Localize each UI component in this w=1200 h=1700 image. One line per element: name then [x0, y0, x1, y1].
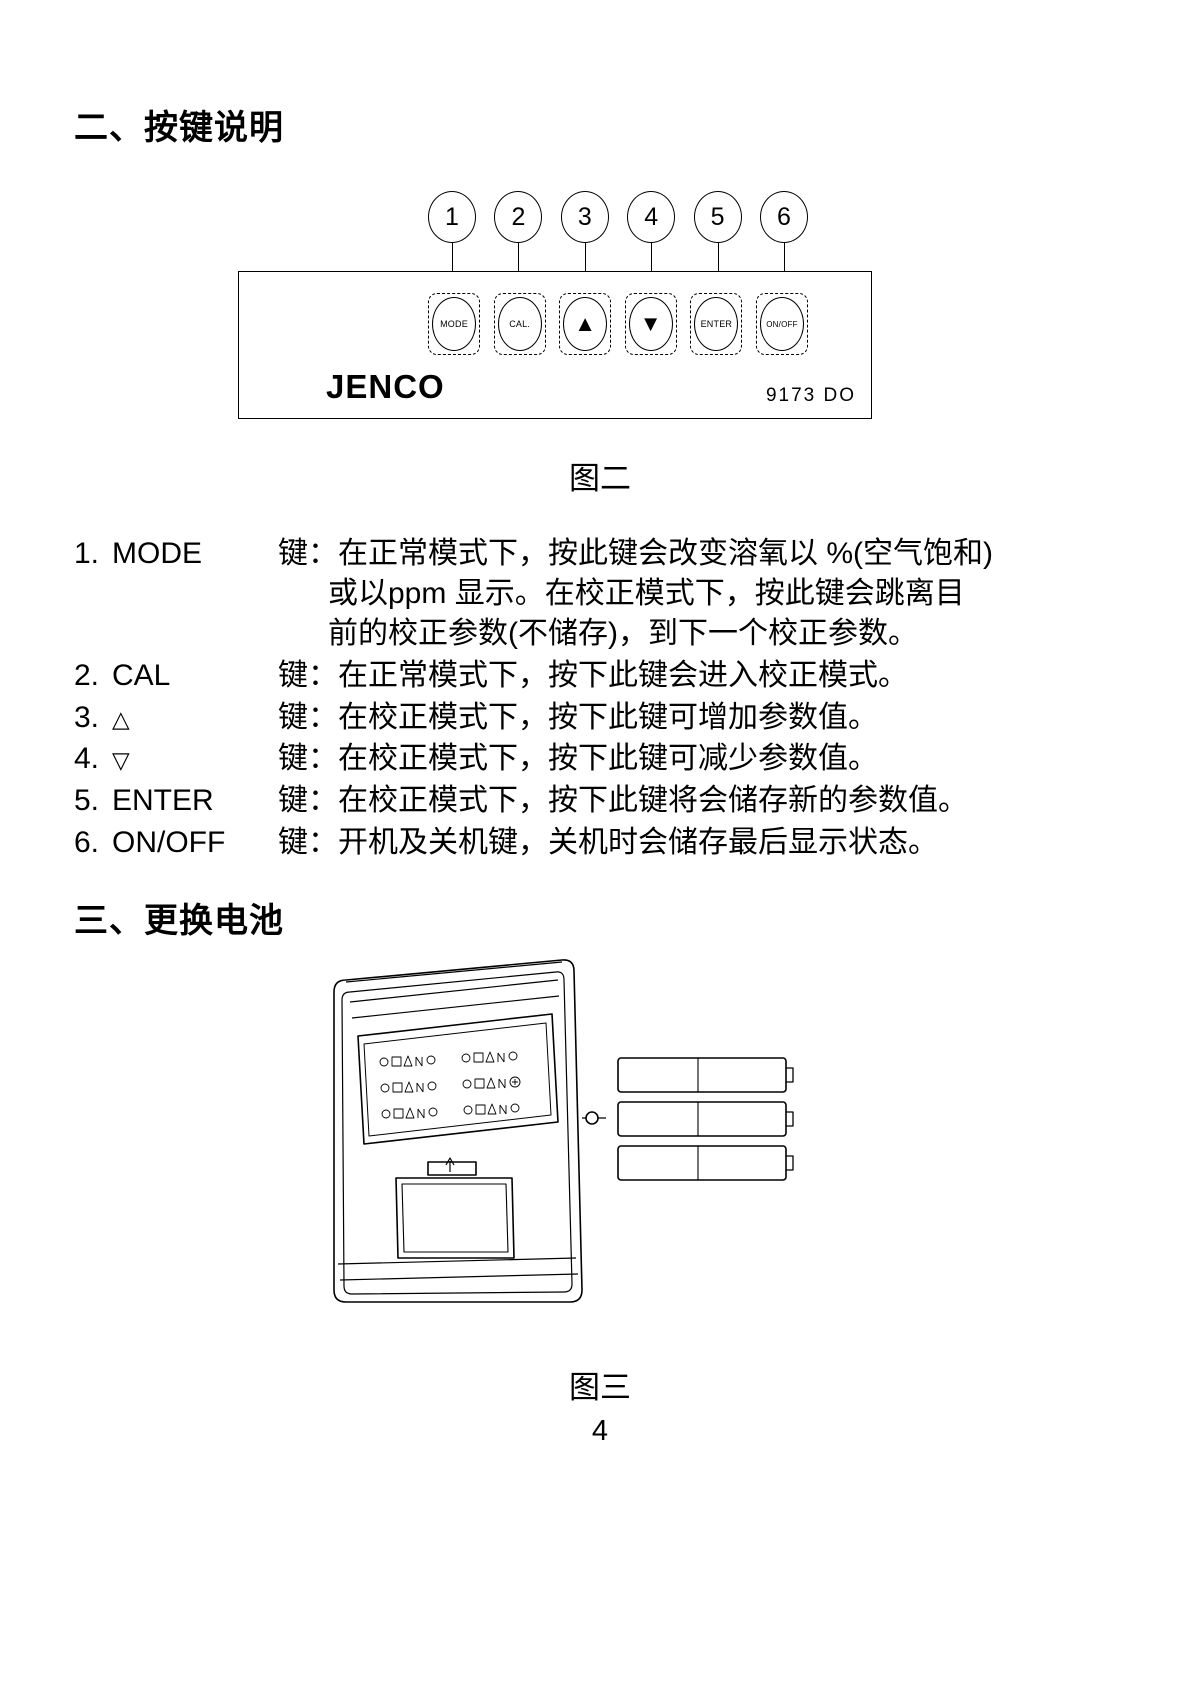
callout-circle-6: 6 — [759, 191, 808, 243]
battery-door-inner — [401, 1183, 509, 1253]
key-item-description: 键：在校正模式下，按下此键可增加参数值。 — [278, 698, 1134, 738]
key-item-description: 键：在正常模式下，按此键会改变溶氧以 %(空气饱和) 或以ppm 显示。在校正模… — [278, 534, 1134, 654]
model-number: 9173 DO — [765, 385, 856, 406]
key-item-desc-line-1: 键：在校正模式下，按下此键可增加参数值。 — [278, 700, 878, 734]
key-item-name: CAL — [112, 658, 171, 692]
key-list-item-4: 4. ▽ 键：在校正模式下，按下此键可减少参数值。 — [74, 739, 1134, 779]
battery-1 — [617, 1057, 794, 1093]
key-list-item-5: 5. ENTER 键：在校正模式下，按下此键将会储存新的参数值。 — [74, 781, 1134, 821]
callout-circle-1: 1 — [428, 191, 476, 243]
leader-line-6 — [760, 243, 808, 295]
meter-keypad: MODE CAL. ▲ ▼ ENTER ON/OFF — [428, 293, 808, 355]
key-item-desc-line-2: 或以ppm 显示。在校正模式下，按此键会跳离目 — [328, 576, 965, 610]
key-description-list: 1. MODE 键：在正常模式下，按此键会改变溶氧以 %(空气饱和) 或以ppm… — [74, 534, 1134, 865]
enter-key: ENTER — [690, 293, 743, 355]
cal-key-label: CAL. — [497, 297, 542, 351]
key-item-number: 2. — [74, 658, 100, 692]
figure-2-caption: 图二 — [569, 461, 631, 496]
enter-key-label: ENTER — [694, 297, 739, 351]
section-heading-battery-replacement: 三、更换电池 — [74, 902, 284, 940]
leader-line-4 — [627, 243, 675, 295]
meter-top-edge — [345, 961, 563, 983]
down-arrow-key: ▼ — [624, 293, 677, 355]
mode-key: MODE — [428, 293, 480, 355]
key-list-item-1: 1. MODE 键：在正常模式下，按此键会改变溶氧以 %(空气饱和) 或以ppm… — [74, 534, 1134, 654]
figure-battery-replacement — [300, 940, 900, 1350]
key-item-desc-line-1: 键：在正常模式下，按此键会改变溶氧以 %(空气饱和) — [278, 537, 993, 570]
battery-door — [395, 1177, 515, 1259]
latch-up-arrow-icon — [445, 1157, 455, 1172]
leader-line-2 — [494, 243, 542, 295]
callout-number-row: 1 2 3 4 5 6 — [428, 191, 808, 243]
up-arrow-key: ▲ — [559, 293, 612, 355]
callout-circle-3: 3 — [560, 191, 609, 243]
callout-circle-2: 2 — [494, 191, 543, 243]
key-item-name-down-triangle: ▽ — [112, 747, 130, 774]
meter-label-panel-inner — [363, 1022, 552, 1137]
callout-circle-4: 4 — [627, 191, 676, 243]
key-item-description: 键：开机及关机键，关机时会储存最后显示状态。 — [278, 823, 1134, 863]
key-item-number: 4. — [74, 742, 100, 776]
key-item-description: 键：在校正模式下，按下此键将会储存新的参数值。 — [278, 781, 1134, 821]
key-item-description: 键：在校正模式下，按下此键可减少参数值。 — [278, 739, 1134, 779]
key-item-name: MODE — [112, 537, 202, 570]
meter-bottom-strip-1 — [337, 1257, 577, 1265]
battery-group — [617, 1057, 794, 1181]
leader-line-3 — [561, 243, 609, 295]
battery-2 — [617, 1101, 794, 1137]
key-item-desc-line-3: 前的校正参数(不储存)，到下一个校正参数。 — [328, 616, 918, 650]
mode-key-label: MODE — [432, 297, 476, 351]
meter-bottom-strip-2 — [339, 1273, 579, 1281]
battery-diagram-svg — [333, 959, 794, 1303]
callout-circle-5: 5 — [693, 191, 742, 243]
key-item-description: 键：在正常模式下，按下此键会进入校正模式。 — [278, 656, 1134, 696]
key-item-desc-line-1: 键：在校正模式下，按下此键将会储存新的参数值。 — [278, 784, 968, 818]
label-symbol-rows — [379, 1051, 521, 1119]
cal-key: CAL. — [493, 293, 546, 355]
meter-body-inner-outline — [341, 971, 573, 1295]
up-arrow-icon: ▲ — [563, 297, 608, 351]
key-item-number: 6. — [74, 826, 100, 860]
leader-line-5 — [694, 243, 742, 295]
key-item-desc-line-1: 键：在校正模式下，按下此键可减少参数值。 — [278, 742, 878, 776]
key-item-desc-line-1: 键：在正常模式下，按下此键会进入校正模式。 — [278, 658, 908, 692]
callout-leader-lines — [428, 243, 808, 295]
key-list-item-2: 2. CAL 键：在正常模式下，按下此键会进入校正模式。 — [74, 656, 1134, 696]
key-item-name: ENTER — [112, 784, 214, 818]
down-arrow-icon: ▼ — [628, 297, 673, 351]
key-item-number: 1. — [74, 537, 100, 570]
meter-side-connector — [585, 1111, 599, 1125]
meter-body-outline — [333, 959, 583, 1303]
key-list-item-3: 3. △ 键：在校正模式下，按下此键可增加参数值。 — [74, 698, 1134, 738]
on-off-key-label: ON/OFF — [759, 297, 804, 351]
battery-door-latch — [427, 1161, 477, 1176]
battery-3 — [617, 1145, 794, 1181]
key-list-item-6: 6. ON/OFF 键：开机及关机键，关机时会储存最后显示状态。 — [74, 823, 1134, 863]
key-item-number: 5. — [74, 784, 100, 818]
brand-logo-jenco: JENCO — [326, 368, 445, 405]
meter-top-strip-2 — [351, 995, 560, 1019]
figure-meter-front-panel: 1 2 3 4 5 6 MODE CAL. ▲ — [238, 185, 878, 425]
figure-3-caption: 图三 — [569, 1370, 631, 1405]
meter-label-panel — [357, 1013, 559, 1145]
key-item-name-up-triangle: △ — [112, 705, 130, 732]
key-item-desc-line-1: 键：开机及关机键，关机时会储存最后显示状态。 — [278, 826, 938, 860]
leader-line-1 — [428, 243, 476, 295]
on-off-key: ON/OFF — [755, 293, 808, 355]
key-item-name: ON/OFF — [112, 826, 226, 860]
key-item-number: 3. — [74, 700, 100, 734]
meter-top-strip-1 — [349, 979, 559, 1003]
page-number: 4 — [591, 1415, 609, 1447]
section-heading-key-description: 二、按键说明 — [74, 109, 284, 147]
